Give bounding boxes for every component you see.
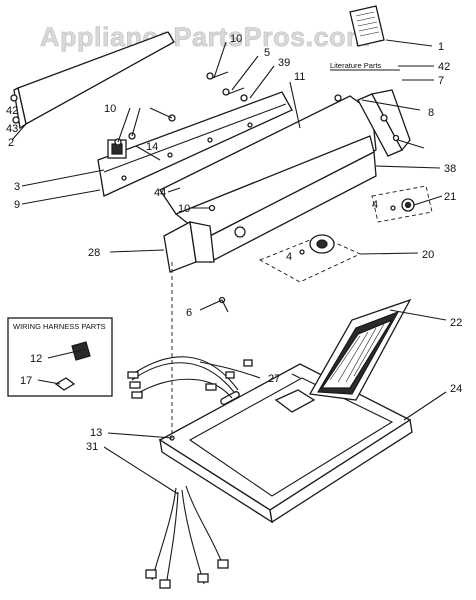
callout-10-mid: 10 bbox=[104, 103, 116, 115]
end-cap-right bbox=[357, 89, 411, 157]
callout-10-low: 10 bbox=[178, 203, 190, 215]
callout-12: 12 bbox=[30, 353, 42, 365]
callout-44: 44 bbox=[154, 187, 166, 199]
wiring-harness-parts-label: WIRING HARNESS PARTS bbox=[13, 322, 106, 331]
callout-8: 8 bbox=[428, 107, 434, 119]
callout-42-left: 42 bbox=[6, 105, 18, 117]
callout-22: 22 bbox=[450, 317, 462, 329]
callout-27: 27 bbox=[268, 373, 280, 385]
knob-20 bbox=[258, 234, 362, 283]
callout-11: 11 bbox=[294, 71, 305, 83]
callout-20: 20 bbox=[422, 249, 434, 261]
callout-28: 28 bbox=[88, 247, 100, 259]
literature-parts-label: Literature Parts bbox=[330, 61, 382, 70]
wiring-harness-upper bbox=[127, 356, 261, 399]
top-cover bbox=[158, 363, 413, 524]
leader-lines bbox=[11, 39, 447, 495]
callout-39: 39 bbox=[278, 57, 290, 69]
literature-booklet bbox=[349, 5, 385, 47]
callout-17: 17 bbox=[20, 375, 32, 387]
end-cap-left bbox=[163, 220, 215, 273]
callout-3: 3 bbox=[14, 181, 20, 193]
watermark-text: AppliancePartsPros.com bbox=[40, 22, 371, 52]
callout-4-mid: 4 bbox=[286, 251, 292, 263]
callout-13: 13 bbox=[90, 427, 102, 439]
callout-7: 7 bbox=[438, 75, 444, 87]
callout-6: 6 bbox=[186, 307, 192, 319]
wiring-harness-parts-box: WIRING HARNESS PARTS bbox=[7, 317, 113, 397]
callout-42-right: 42 bbox=[438, 61, 450, 73]
callout-9: 9 bbox=[14, 199, 20, 211]
callout-1: 1 bbox=[438, 41, 444, 53]
callout-10-top: 10 bbox=[230, 33, 242, 45]
callout-2: 2 bbox=[8, 137, 14, 149]
callout-43: 43 bbox=[6, 123, 18, 135]
rear-bracket bbox=[10, 31, 175, 130]
knob-21 bbox=[371, 185, 433, 223]
callout-24: 24 bbox=[450, 383, 462, 395]
callout-38: 38 bbox=[444, 163, 456, 175]
callout-21: 21 bbox=[444, 191, 456, 203]
wiring-harness-lower bbox=[145, 485, 229, 589]
callout-5: 5 bbox=[264, 47, 270, 59]
callout-numbers: 1 10 5 39 42 7 42 43 2 11 10 8 14 38 3 4… bbox=[6, 33, 462, 453]
callout-31: 31 bbox=[86, 441, 98, 453]
callout-4-right: 4 bbox=[372, 199, 378, 211]
lint-screen bbox=[308, 298, 412, 401]
callout-14: 14 bbox=[146, 141, 158, 153]
hardware-screws bbox=[114, 71, 342, 313]
